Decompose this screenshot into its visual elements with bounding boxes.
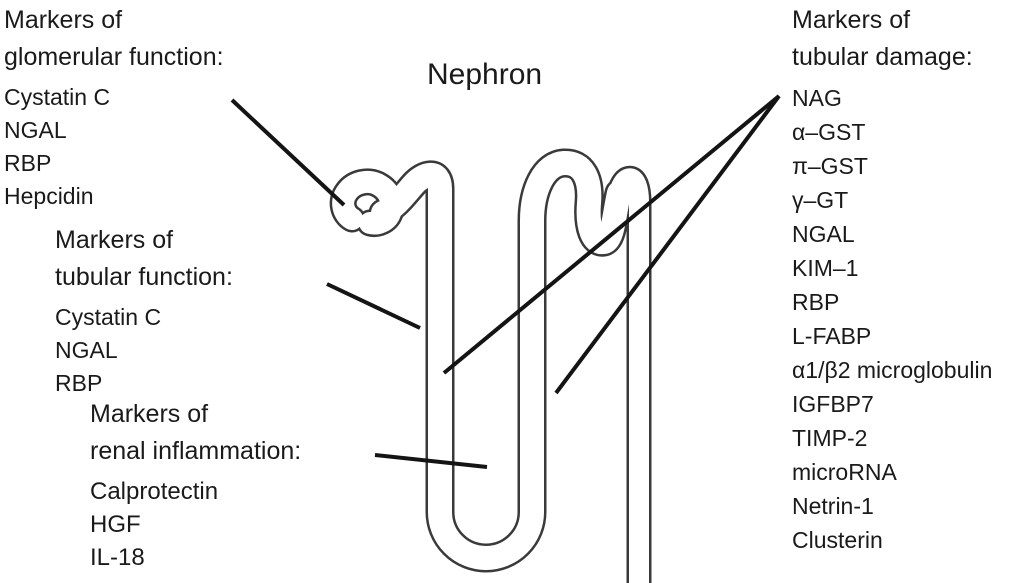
renal-inflammation-markers-group: Markers of renal inflammation: Calprotec… xyxy=(90,396,301,574)
tubular-damage-markers-list: NAG α–GST π–GST γ–GT NGAL KIM–1 RBP L-FA… xyxy=(792,81,992,557)
glomerular-markers-heading: Markers of glomerular function: xyxy=(4,6,224,71)
marker-item: Calprotectin xyxy=(90,478,219,505)
marker-item: NGAL xyxy=(792,221,855,247)
marker-item: γ–GT xyxy=(792,187,849,213)
tubule-lumen xyxy=(371,151,631,570)
marker-item: KIM–1 xyxy=(792,255,859,281)
distal-tubule-lumen xyxy=(609,168,649,583)
tubular-function-markers-group: Markers of tubular function: Cystatin C … xyxy=(55,222,233,400)
marker-item: Cystatin C xyxy=(4,84,111,110)
marker-item: NGAL xyxy=(4,117,67,143)
tubular-function-markers-list: Cystatin C NGAL RBP xyxy=(55,301,233,400)
tubular-function-markers-heading: Markers of tubular function: xyxy=(55,226,233,291)
marker-item: RBP xyxy=(4,150,52,176)
marker-item: Clusterin xyxy=(792,527,883,553)
glomerular-markers-list: Cystatin C NGAL RBP Hepcidin xyxy=(4,81,224,213)
tubular-damage-markers-heading: Markers of tubular damage: xyxy=(792,6,973,71)
connector-glomerular xyxy=(230,98,346,207)
marker-item: IGFBP7 xyxy=(792,391,874,417)
connector-tubular-damage-1 xyxy=(442,94,781,375)
renal-inflammation-markers-list: Calprotectin HGF IL-18 xyxy=(90,475,301,574)
marker-item: TIMP-2 xyxy=(792,425,868,451)
diagram-title: Nephron xyxy=(427,58,543,91)
marker-item: RBP xyxy=(55,370,103,396)
marker-item: L-FABP xyxy=(792,323,872,349)
marker-item: Netrin-1 xyxy=(792,493,874,519)
marker-item: NAG xyxy=(792,85,842,111)
connector-renal-inflammation xyxy=(374,453,488,469)
connector-tubular-damage-2 xyxy=(554,94,781,395)
marker-item: Hepcidin xyxy=(4,183,94,209)
marker-item: RBP xyxy=(792,289,840,315)
marker-item: IL-18 xyxy=(90,544,145,571)
glomerular-markers-group: Markers of glomerular function: Cystatin… xyxy=(4,2,224,213)
marker-item: α1/β2 microglobulin xyxy=(792,357,993,383)
marker-item: π–GST xyxy=(792,153,868,179)
renal-inflammation-markers-heading: Markers of renal inflammation: xyxy=(90,400,302,465)
marker-item: microRNA xyxy=(792,459,897,485)
tubular-damage-markers-group: Markers of tubular damage: NAG α–GST π–G… xyxy=(792,2,992,557)
marker-item: HGF xyxy=(90,511,141,538)
marker-item: Cystatin C xyxy=(55,304,162,330)
connector-tubular-function xyxy=(326,282,421,330)
marker-item: NGAL xyxy=(55,337,118,363)
marker-item: α–GST xyxy=(792,119,866,145)
